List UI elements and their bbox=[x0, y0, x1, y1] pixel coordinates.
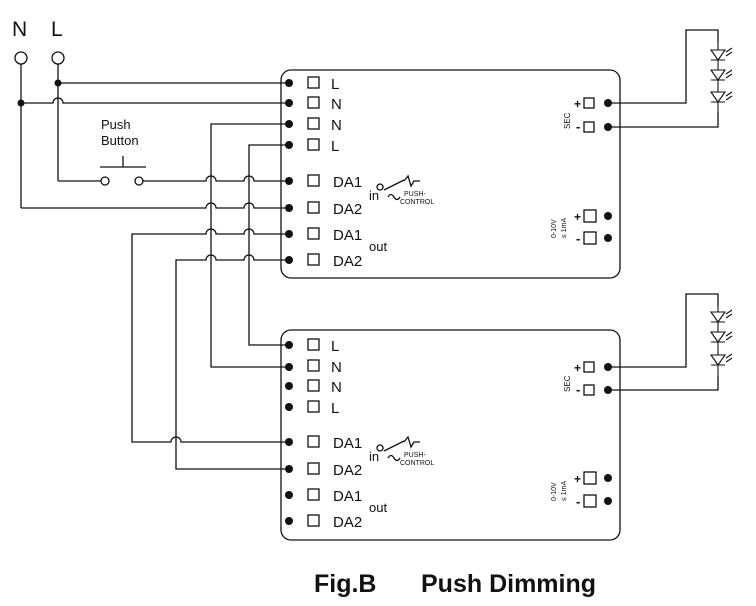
driver-1-labels: L N N L DA1 DA2 DA1 DA2 in out PUSH- CON… bbox=[331, 76, 581, 270]
led-wire-minus-1 bbox=[608, 112, 719, 128]
svg-text:+: + bbox=[574, 472, 581, 486]
svg-text:CONTROL: CONTROL bbox=[400, 460, 434, 467]
mains-l-label: L bbox=[51, 18, 63, 41]
svg-text:0-10V: 0-10V bbox=[551, 219, 558, 238]
svg-text:DA2: DA2 bbox=[333, 201, 362, 218]
led-wire-plus-1 bbox=[608, 29, 719, 104]
driver-2-box bbox=[280, 329, 621, 541]
svg-text:L: L bbox=[331, 338, 339, 355]
svg-text:N: N bbox=[331, 379, 342, 396]
push-button-contact-right bbox=[134, 176, 144, 186]
wire-da2-link bbox=[175, 254, 289, 470]
wire-n-driver1 bbox=[21, 97, 289, 104]
figure-title: Push Dimming bbox=[421, 570, 596, 598]
svg-text:in: in bbox=[369, 188, 379, 203]
push-control-symbol-2 bbox=[376, 435, 420, 452]
svg-text:out: out bbox=[369, 500, 387, 515]
svg-text:PUSH-: PUSH- bbox=[404, 452, 426, 459]
push-control-wave-2 bbox=[387, 454, 401, 462]
svg-text:DA1: DA1 bbox=[333, 435, 362, 452]
mains-l-terminal bbox=[51, 51, 65, 65]
svg-text:+: + bbox=[574, 97, 581, 111]
wire-n-loop bbox=[210, 123, 289, 368]
led-string-1 bbox=[709, 42, 733, 112]
push-button-contact-left bbox=[100, 176, 110, 186]
wire-n-da2 bbox=[21, 202, 289, 209]
svg-text:-: - bbox=[576, 119, 580, 134]
svg-text:L: L bbox=[331, 400, 339, 417]
svg-text:0-10V: 0-10V bbox=[551, 482, 558, 501]
svg-text:-: - bbox=[576, 494, 580, 509]
mains-n-terminal bbox=[14, 51, 28, 65]
svg-text:in: in bbox=[369, 449, 379, 464]
svg-text:+: + bbox=[574, 361, 581, 375]
led-wire-plus-2 bbox=[608, 293, 719, 368]
svg-text:DA2: DA2 bbox=[333, 514, 362, 531]
svg-text:DA1: DA1 bbox=[333, 174, 362, 191]
svg-text:DA2: DA2 bbox=[333, 462, 362, 479]
svg-text:+: + bbox=[574, 210, 581, 224]
mains-n-label: N bbox=[12, 18, 27, 41]
push-control-wave-1 bbox=[387, 193, 401, 201]
push-button-label-1: Push bbox=[101, 117, 131, 132]
svg-text:out: out bbox=[369, 239, 387, 254]
svg-text:≤ 1mA: ≤ 1mA bbox=[561, 217, 568, 238]
svg-text:L: L bbox=[331, 76, 339, 93]
push-control-symbol-1 bbox=[376, 174, 420, 191]
svg-text:-: - bbox=[576, 231, 580, 246]
led-string-2 bbox=[709, 306, 733, 376]
driver-2-labels: L N N L DA1 DA2 DA1 DA2 in out PUSH- CON… bbox=[331, 338, 581, 531]
wire-push-button bbox=[58, 175, 289, 182]
svg-text:SEC: SEC bbox=[563, 375, 572, 392]
push-button-actuator bbox=[100, 156, 146, 168]
svg-text:CONTROL: CONTROL bbox=[400, 199, 434, 206]
push-button-label-2: Button bbox=[101, 133, 139, 148]
svg-text:L: L bbox=[331, 138, 339, 155]
svg-text:SEC: SEC bbox=[563, 112, 572, 129]
svg-text:DA1: DA1 bbox=[333, 227, 362, 244]
svg-text:PUSH-: PUSH- bbox=[404, 191, 426, 198]
svg-text:N: N bbox=[331, 359, 342, 376]
wire-l-loop bbox=[248, 144, 289, 346]
svg-text:DA1: DA1 bbox=[333, 488, 362, 505]
svg-text:N: N bbox=[331, 96, 342, 113]
driver-1-box bbox=[280, 69, 621, 279]
svg-text:-: - bbox=[576, 382, 580, 397]
svg-text:≤ 1mA: ≤ 1mA bbox=[561, 480, 568, 501]
svg-text:N: N bbox=[331, 117, 342, 134]
figure-number: Fig.B bbox=[314, 570, 377, 598]
svg-text:DA2: DA2 bbox=[333, 253, 362, 270]
led-wire-minus-2 bbox=[608, 376, 719, 391]
